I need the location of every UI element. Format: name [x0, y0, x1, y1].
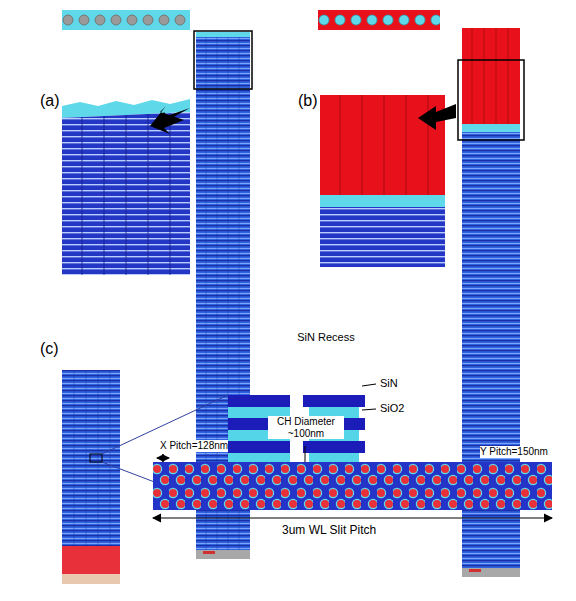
label: (b) — [298, 92, 318, 110]
label: SiN — [380, 377, 398, 390]
label: 3um WL Slit Pitch — [282, 524, 376, 538]
label: (a) — [40, 92, 60, 110]
label: (c) — [40, 340, 59, 358]
label: SiO2 — [380, 402, 404, 415]
label: SiN Recess — [296, 331, 356, 344]
label: CH Diameter ~100nm — [268, 416, 344, 439]
label: X Pitch=128nm — [160, 440, 228, 452]
label: Y Pitch=150nm — [480, 446, 548, 458]
